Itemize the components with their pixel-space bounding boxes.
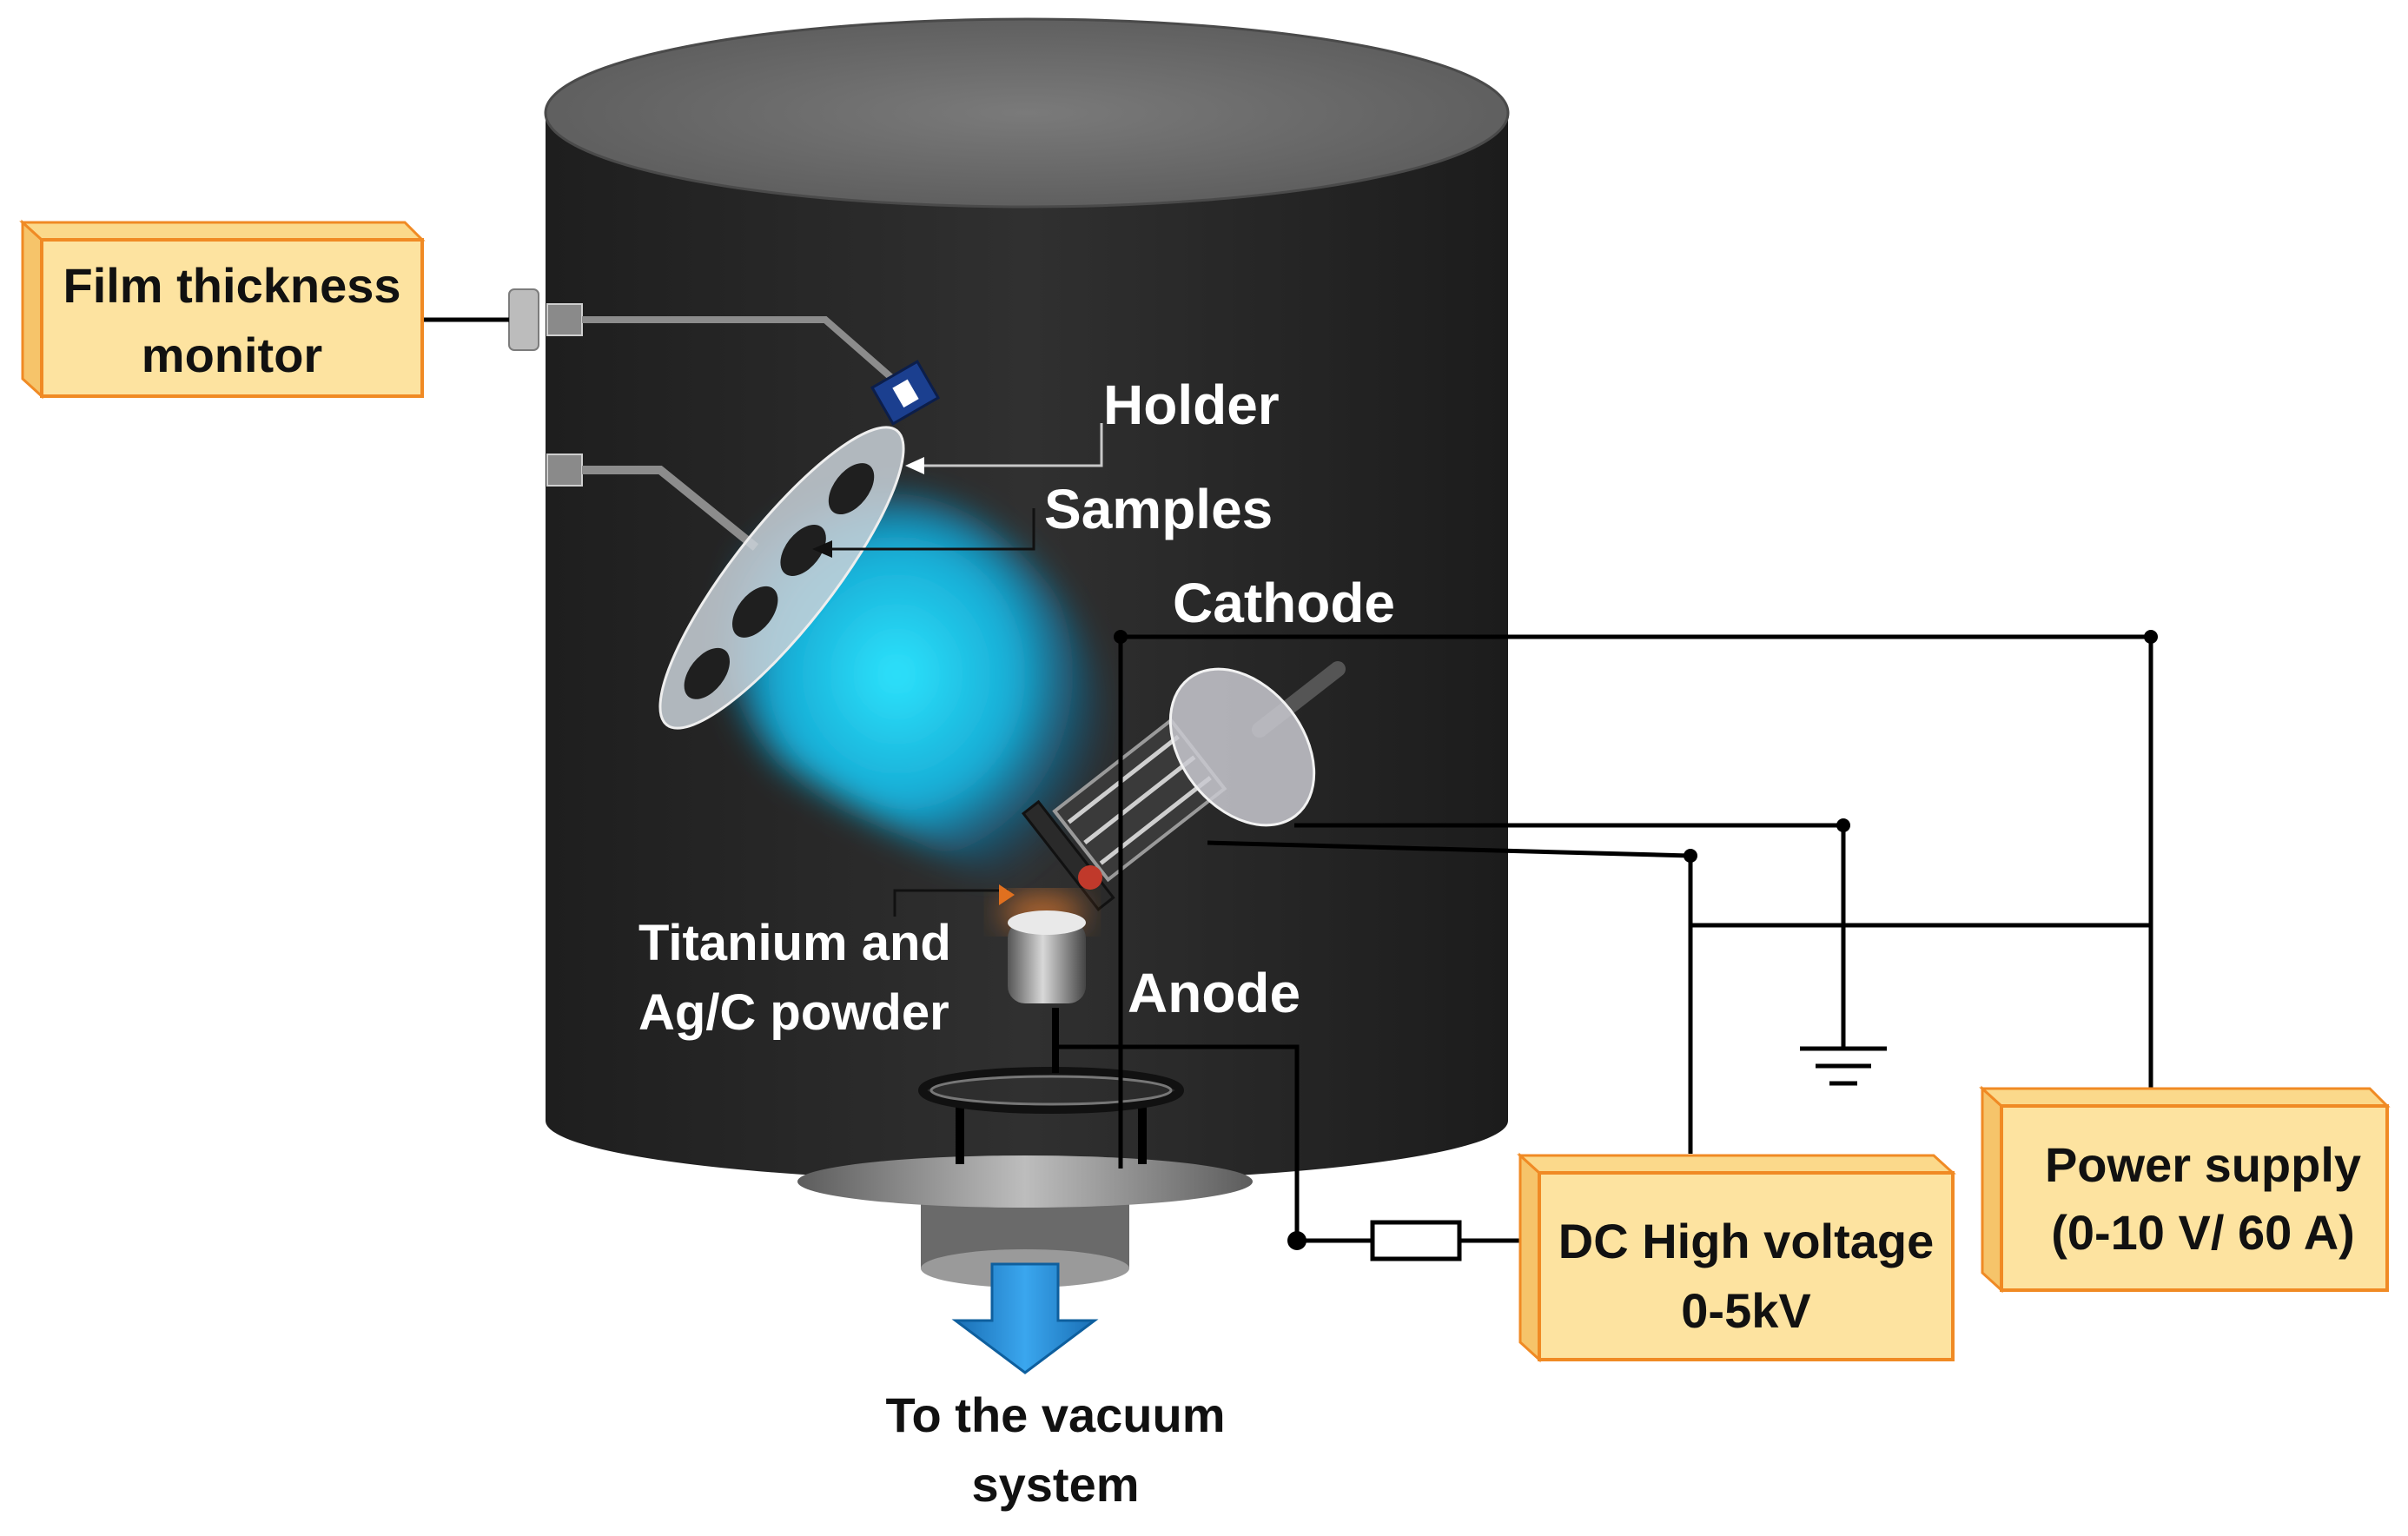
dc-high-voltage-box: DC High voltage 0-5kV: [1517, 1152, 1956, 1363]
power-supply-line2: (0-10 V/ 60 A): [2051, 1205, 2355, 1260]
vacuum-port: [797, 1155, 1253, 1288]
thickness-sensor-arm: [508, 288, 941, 426]
power-supply-line1: Power supply: [2045, 1137, 2361, 1192]
holder-label: Holder: [1103, 374, 1280, 436]
anode-label: Anode: [1128, 962, 1300, 1024]
cathode-label: Cathode: [1173, 572, 1395, 634]
sample-slot: [684, 647, 731, 699]
vacuum-label-line2: system: [971, 1457, 1139, 1512]
anode-support-stand: [918, 1008, 1184, 1164]
vacuum-arrow-icon: [951, 1262, 1099, 1374]
power-supply-box: Power supply (0-10 V/ 60 A): [1979, 1085, 2391, 1294]
samples-label: Samples: [1044, 478, 1273, 540]
resistor-icon: [1370, 1220, 1462, 1261]
film-monitor-line2: monitor: [142, 328, 322, 382]
chamber-lid: [544, 17, 1510, 209]
film-thickness-monitor-box: Film thickness monitor: [19, 219, 426, 400]
quartz-sensor-icon: [870, 360, 941, 426]
dc-voltage-line1: DC High voltage: [1558, 1214, 1934, 1268]
wiring: [415, 317, 2158, 1261]
sample-slot: [828, 463, 875, 515]
sample-holder: [546, 426, 905, 730]
cathode-gun: [1021, 661, 1346, 911]
powder-label-line1: Titanium and: [638, 915, 951, 971]
powder-label-line2: Ag/C powder: [638, 984, 949, 1041]
ground-icon: [1800, 1046, 1887, 1086]
dc-voltage-line2: 0-5kV: [1681, 1283, 1810, 1338]
film-monitor-line1: Film thickness: [63, 258, 400, 313]
label-pointers: [812, 423, 1103, 917]
sample-slot: [732, 586, 778, 638]
feedthrough-icon: [508, 288, 539, 351]
sample-slot: [780, 524, 826, 576]
anode-crucible: [1001, 895, 1086, 1003]
vacuum-label-line1: To the vacuum: [885, 1387, 1225, 1442]
